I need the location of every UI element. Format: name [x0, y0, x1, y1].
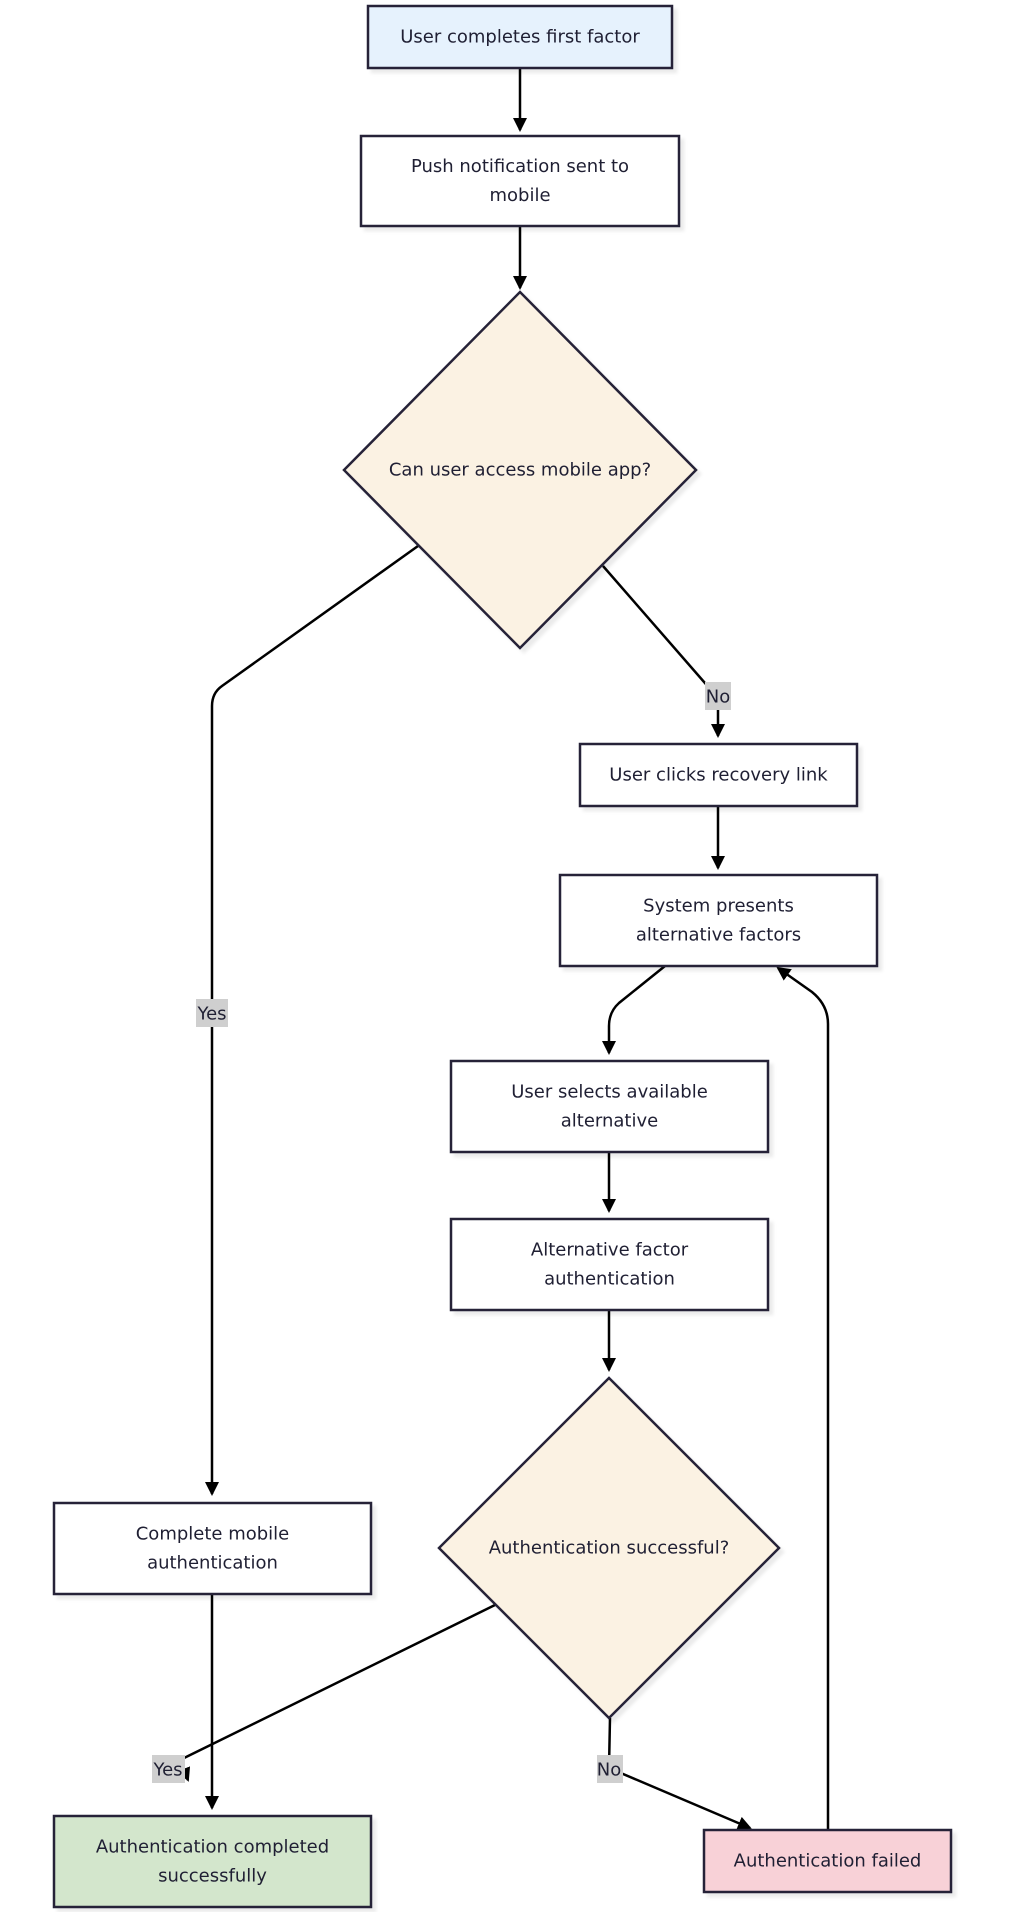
node-push: Push notification sent to mobile: [359, 134, 681, 228]
node-presents: System presents alternative factors: [558, 873, 879, 968]
node-box: [449, 1059, 770, 1154]
node-box: [52, 1501, 373, 1596]
node-label-line: Authentication successful?: [489, 1538, 730, 1559]
edge-presents-to-selects: [602, 965, 666, 1055]
edge-failed-to-presents: [776, 966, 830, 1830]
node-label-line: alternative: [561, 1111, 658, 1132]
node-label-line: mobile: [489, 185, 550, 206]
node-alt-auth: Alternative factor authentication: [449, 1217, 770, 1312]
node-label-line: Complete mobile: [136, 1524, 290, 1545]
node-q-success: Authentication successful?: [437, 1376, 781, 1720]
edge-label-q-mobile-no: No: [705, 682, 731, 710]
svg-text:No: No: [706, 687, 730, 708]
edge-label-q-success-yes: Yes: [152, 1755, 185, 1783]
edge-label-q-success-no: No: [597, 1755, 623, 1783]
node-box: [558, 873, 879, 968]
node-label-line: Alternative factor: [531, 1240, 689, 1261]
svg-text:No: No: [597, 1760, 621, 1781]
edge-q-mobile-yes-to-complete-mobile: [205, 544, 419, 1496]
node-q-mobile: Can user access mobile app?: [342, 290, 698, 650]
svg-text:Yes: Yes: [152, 1760, 182, 1781]
node-box: [52, 1814, 373, 1909]
node-failed: Authentication failed: [702, 1828, 953, 1894]
node-selects: User selects available alternative: [449, 1059, 770, 1154]
edge-q-success-yes-to-completed: [177, 1602, 498, 1782]
edge-q-mobile-no-to-recovery: [602, 565, 725, 738]
decision-diamond: [437, 1376, 781, 1720]
node-label-line: Authentication completed: [96, 1837, 329, 1858]
node-label-line: authentication: [147, 1553, 278, 1574]
node-box: [359, 134, 681, 228]
node-label-line: System presents: [643, 896, 794, 917]
node-label-line: alternative factors: [636, 925, 801, 946]
node-label-line: Push notification sent to: [411, 156, 629, 177]
node-label-line: Authentication failed: [734, 1851, 922, 1872]
node-label-line: Can user access mobile app?: [389, 460, 651, 481]
node-box: [366, 4, 674, 70]
edge-label-q-mobile-yes: Yes: [196, 999, 228, 1027]
node-start: User completes first factor: [366, 4, 674, 70]
node-label-line: User selects available: [511, 1082, 708, 1103]
edge-q-success-no-to-failed: [607, 1717, 752, 1830]
node-label-line: User clicks recovery link: [609, 765, 828, 786]
decision-diamond: [342, 290, 698, 650]
node-recovery: User clicks recovery link: [578, 742, 859, 808]
node-box: [578, 742, 859, 808]
svg-text:Yes: Yes: [196, 1004, 226, 1025]
node-box: [449, 1217, 770, 1312]
node-box: [702, 1828, 953, 1894]
node-complete-mobile: Complete mobile authentication: [52, 1501, 373, 1596]
node-label-line: successfully: [158, 1866, 267, 1887]
node-completed: Authentication completed successfully: [52, 1814, 373, 1909]
node-label-line: User completes first factor: [400, 27, 640, 48]
node-label-line: authentication: [544, 1269, 675, 1290]
